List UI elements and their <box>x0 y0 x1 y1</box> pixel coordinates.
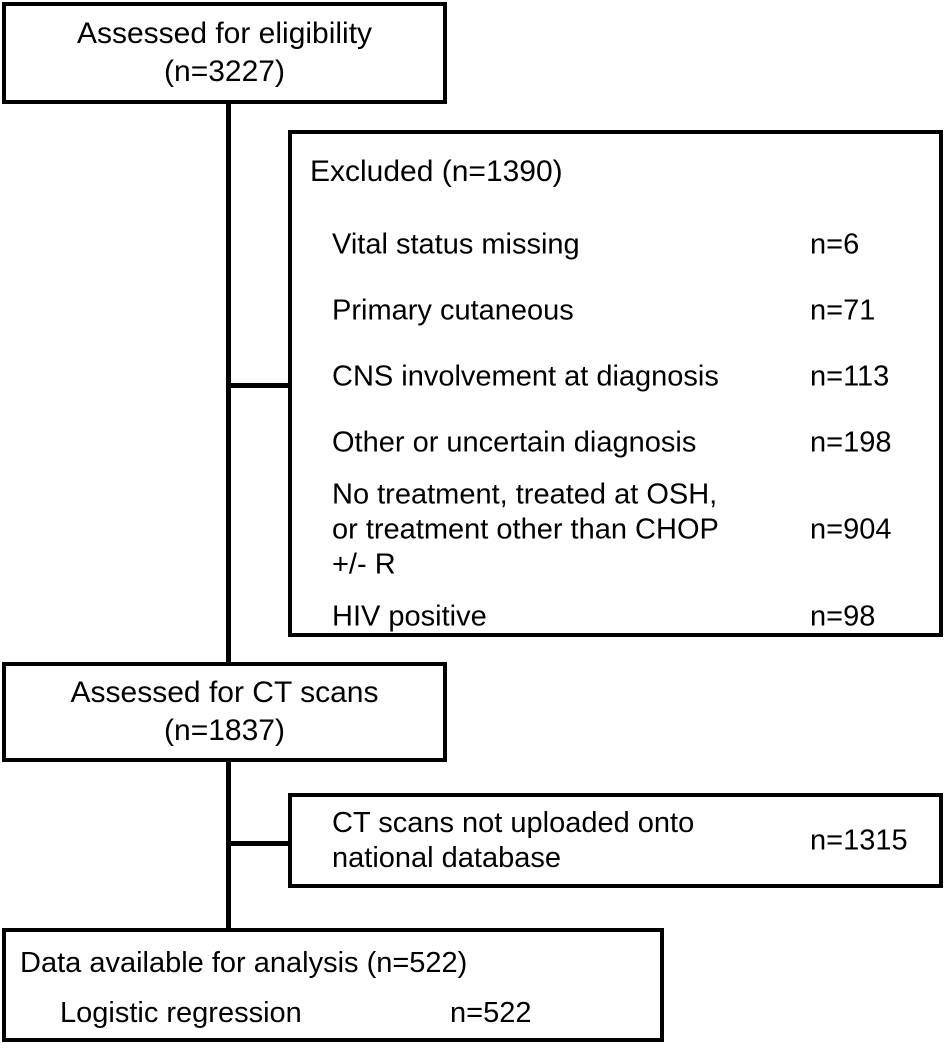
excluded-reason-count: n=198 <box>810 426 892 459</box>
excluded-reason-count: n=6 <box>810 228 860 261</box>
excluded-reason-count: n=904 <box>810 513 892 546</box>
ct-assessed-title: Assessed for CT scans <box>70 676 379 709</box>
eligibility-title: Assessed for eligibility <box>76 17 373 50</box>
list-item: HIV positive n=98 <box>332 584 931 650</box>
box-data-available-for-analysis: Data available for analysis (n=522) Logi… <box>2 928 664 1042</box>
box-assessed-for-ct-scans: Assessed for CT scans (n=1837) <box>2 662 447 762</box>
list-item: No treatment, treated at OSH, or treatme… <box>332 476 931 584</box>
eligibility-count: (n=3227) <box>164 55 285 88</box>
excluded-reason-count: n=71 <box>810 294 876 327</box>
connector-branch-to-ct-assessed <box>226 386 231 664</box>
list-item: CNS involvement at diagnosis n=113 <box>332 344 931 410</box>
excluded-reason-label: Other or uncertain diagnosis <box>332 426 697 459</box>
connector-ct-assessed-to-branch2 <box>226 760 231 844</box>
ct-assessed-count: (n=1837) <box>164 714 285 747</box>
connector-eligibility-to-branch <box>226 104 231 386</box>
excluded-reason-label: CNS involvement at diagnosis <box>332 360 719 393</box>
box-assessed-for-eligibility: Assessed for eligibility (n=3227) <box>2 2 447 104</box>
excluded-reason-count: n=98 <box>810 600 876 633</box>
list-item: Primary cutaneous n=71 <box>332 278 931 344</box>
connector-branch2-to-ct-excluded <box>226 841 290 846</box>
connector-branch2-to-final <box>226 844 231 930</box>
connector-branch-to-excluded <box>226 383 290 388</box>
list-item: Other or uncertain diagnosis n=198 <box>332 410 931 476</box>
excluded-reason-label: HIV positive <box>332 600 487 633</box>
ct-excluded-count: n=1315 <box>810 824 908 856</box>
box-ct-scans-not-uploaded: CT scans not uploaded onto national data… <box>288 793 943 888</box>
excluded-reason-list: Vital status missing n=6 Primary cutaneo… <box>332 212 931 650</box>
box-excluded: Excluded (n=1390) Vital status missing n… <box>288 130 943 637</box>
excluded-title: Excluded (n=1390) <box>310 155 563 188</box>
excluded-reason-count: n=113 <box>810 360 890 393</box>
list-item: Vital status missing n=6 <box>332 212 931 278</box>
final-analysis-label: Logistic regression <box>60 997 302 1029</box>
excluded-reason-label: No treatment, treated at OSH, or treatme… <box>332 478 719 581</box>
ct-excluded-label: CT scans not uploaded onto national data… <box>332 806 695 874</box>
list-item: Logistic regression n=522 <box>20 994 650 1034</box>
final-title: Data available for analysis (n=522) <box>20 947 468 979</box>
excluded-reason-label: Primary cutaneous <box>332 294 574 327</box>
excluded-reason-label: Vital status missing <box>332 228 580 261</box>
final-analysis-count: n=522 <box>450 997 532 1029</box>
